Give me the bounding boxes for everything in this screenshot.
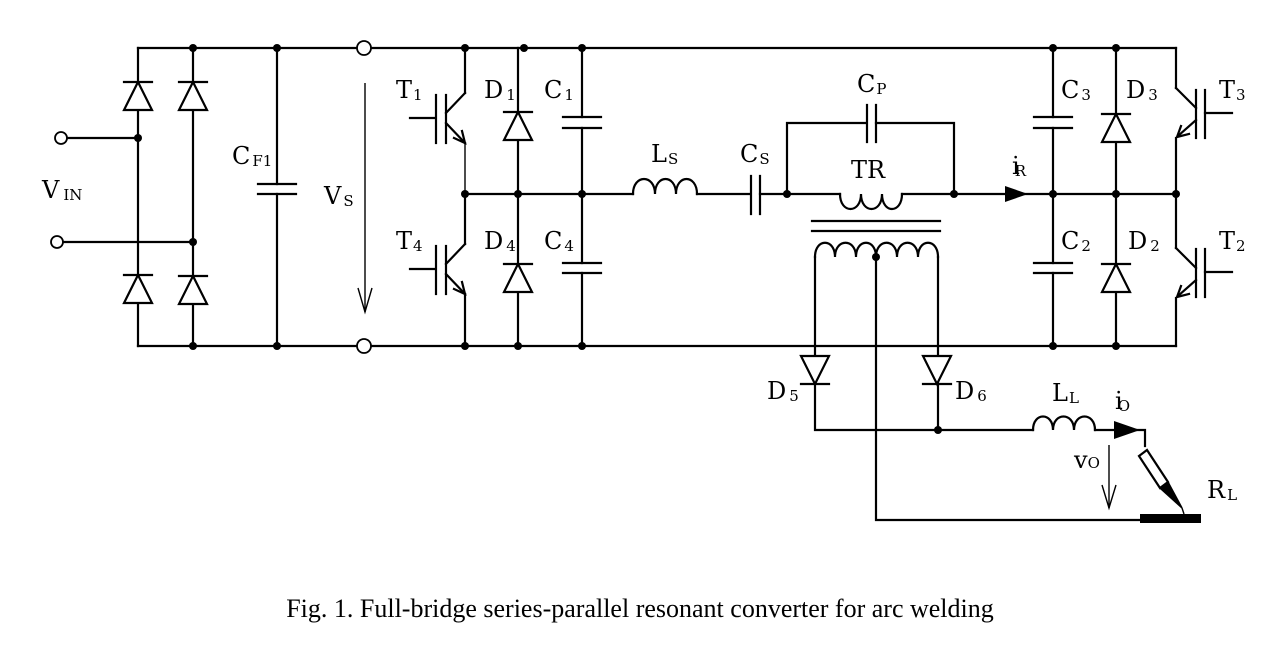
vin-terminal-1 (54, 131, 68, 145)
workpiece-icon (1140, 514, 1201, 523)
junction-dots (134, 44, 1180, 434)
diode-d3-icon (1100, 111, 1132, 144)
label-io: iO (1115, 387, 1130, 415)
capacitor-cp-icon (865, 103, 878, 144)
diode-d4-icon (502, 261, 534, 294)
label-t2: T2 (1219, 227, 1246, 255)
label-t4: T4 (396, 227, 423, 255)
igbt-t4-icon (408, 242, 467, 296)
label-vo: vO (1073, 446, 1100, 474)
secondary-leg-left (813, 255, 1035, 432)
wires (61, 46, 1178, 522)
ir-current-arrow-icon (1005, 186, 1028, 202)
rectifier-diode-3-icon (122, 272, 154, 305)
figure-caption: Fig. 1. Full-bridge series-parallel reso… (286, 594, 994, 623)
diode-d5-icon (799, 354, 831, 387)
label-t3: T3 (1219, 76, 1246, 104)
vs-terminal-top (356, 40, 372, 56)
diode-d2-icon (1100, 261, 1132, 294)
inductor-ls-icon (631, 177, 699, 196)
diode-d6-icon (921, 354, 953, 387)
vo-voltage-arrow-icon (1101, 445, 1117, 511)
label-ll: LL (1052, 379, 1079, 407)
ll-output-wire (1093, 428, 1147, 448)
label-cs: CS (740, 140, 770, 168)
label-tr: TR (851, 156, 886, 184)
vs-voltage-arrow-icon (357, 83, 373, 315)
rectifier-diode-4-icon (177, 273, 209, 306)
capacitor-c3-icon (1032, 115, 1074, 130)
cp-loop-wire (785, 121, 956, 196)
igbt-t1-icon (408, 91, 467, 145)
igbt-t3-icon (1174, 86, 1234, 140)
diode-d1-icon (502, 109, 534, 142)
capacitor-c2-icon (1032, 261, 1074, 275)
transformer-tr-icon (810, 192, 942, 259)
io-current-arrow-icon (1114, 421, 1140, 439)
vin-terminal-2 (50, 235, 64, 249)
label-ls: LS (651, 140, 678, 168)
capacitor-cf1-icon (256, 182, 298, 196)
vs-terminal-bottom (356, 338, 372, 354)
welding-torch-icon (1137, 448, 1185, 515)
capacitor-c1-icon (561, 115, 603, 130)
label-t1: T1 (396, 76, 423, 104)
capacitor-cs-icon (749, 174, 762, 216)
rectifier-diode-2-icon (177, 79, 209, 112)
label-cp: CP (857, 70, 886, 98)
center-tap-wire (874, 255, 1142, 522)
label-ir: iR (1012, 152, 1027, 180)
igbt-t2-icon (1174, 246, 1234, 299)
rectifier-diode-1-icon (122, 79, 154, 112)
capacitor-c4-icon (561, 261, 603, 275)
inductor-ll-icon (1031, 415, 1097, 432)
